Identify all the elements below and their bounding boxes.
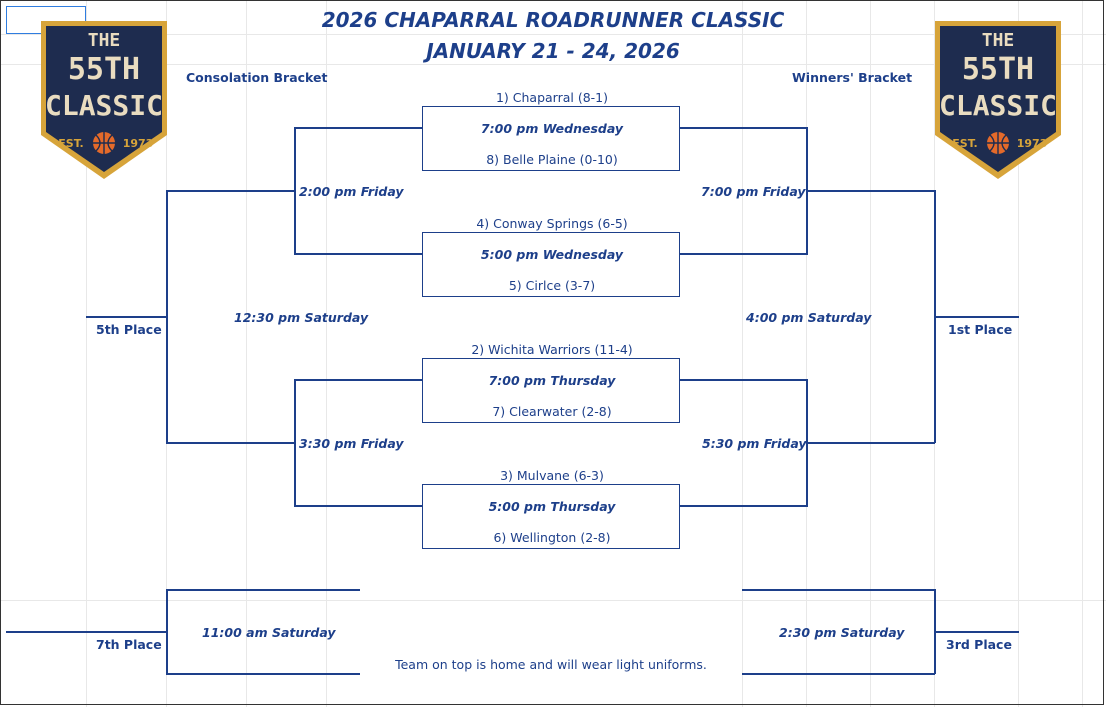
logo-text-the: THE bbox=[88, 30, 121, 51]
bracket-line bbox=[166, 442, 295, 444]
consolation-bracket-header: Consolation Bracket bbox=[186, 70, 328, 85]
game1-time: 7:00 pm Wednesday bbox=[480, 121, 624, 136]
bracket-line bbox=[806, 190, 935, 192]
game3-box bbox=[422, 358, 680, 423]
classic-logo-right: THE 55TH CLASSIC EST. 1973 bbox=[935, 21, 1061, 179]
logo-text-classic: CLASSIC bbox=[45, 89, 163, 122]
bracket-line bbox=[294, 127, 423, 129]
gridline bbox=[870, 0, 871, 707]
logo-text-55th: 55TH bbox=[68, 52, 140, 87]
classic-logo-left: THE 55TH CLASSIC EST. 1973 bbox=[41, 21, 167, 179]
bracket-line bbox=[166, 190, 295, 192]
game4-bottom-team: 6) Wellington (2-8) bbox=[493, 530, 611, 545]
seventh-place-time: 11:00 am Saturday bbox=[202, 625, 336, 640]
game3-time: 7:00 pm Thursday bbox=[488, 373, 616, 388]
gridline bbox=[246, 0, 247, 707]
bracket-line bbox=[679, 127, 808, 129]
gridline bbox=[806, 0, 807, 707]
win-friday-time-2: 5:30 pm Friday bbox=[702, 436, 807, 451]
page-title: 2026 CHAPARRAL ROADRUNNER CLASSIC bbox=[321, 8, 785, 32]
third-place-label: 3rd Place bbox=[946, 637, 1012, 652]
game4-top-team: 3) Mulvane (6-3) bbox=[500, 468, 604, 483]
fifth-place-label: 5th Place bbox=[96, 322, 162, 337]
seventh-place-label: 7th Place bbox=[96, 637, 162, 652]
bracket-line bbox=[294, 505, 423, 507]
bracket-line bbox=[294, 379, 423, 381]
bracket-line bbox=[6, 631, 167, 633]
cons-saturday-time: 12:30 pm Saturday bbox=[234, 310, 369, 325]
bracket-line bbox=[679, 505, 808, 507]
game1-bottom-team: 8) Belle Plaine (0-10) bbox=[486, 152, 618, 167]
gridline bbox=[0, 600, 1106, 601]
logo-text-classic: CLASSIC bbox=[939, 89, 1057, 122]
bracket-line bbox=[742, 589, 935, 591]
logo-text-the: THE bbox=[982, 30, 1015, 51]
game1-top-team: 1) Chaparral (8-1) bbox=[495, 90, 609, 105]
bracket-line bbox=[86, 316, 167, 318]
bracket-line bbox=[166, 673, 360, 675]
gridline bbox=[1018, 0, 1019, 707]
bracket-line bbox=[742, 673, 935, 675]
gridline bbox=[0, 34, 1106, 35]
cons-friday-time-1: 2:00 pm Friday bbox=[299, 184, 404, 199]
game2-box bbox=[422, 232, 680, 297]
gridline bbox=[326, 0, 327, 707]
bracket-line bbox=[806, 442, 935, 444]
win-friday-time-1: 7:00 pm Friday bbox=[701, 184, 806, 199]
win-saturday-time: 4:00 pm Saturday bbox=[746, 310, 872, 325]
logo-text-est: EST. bbox=[58, 137, 83, 150]
home-team-note: Team on top is home and will wear light … bbox=[395, 657, 707, 672]
gridline bbox=[86, 0, 87, 707]
logo-text-year: 1973 bbox=[123, 137, 154, 150]
gridline bbox=[0, 64, 1106, 65]
bracket-line bbox=[166, 589, 360, 591]
game2-time: 5:00 pm Wednesday bbox=[480, 247, 624, 262]
logo-text-year: 1973 bbox=[1017, 137, 1048, 150]
game2-top-team: 4) Conway Springs (6-5) bbox=[476, 216, 628, 231]
game4-box bbox=[422, 484, 680, 549]
bracket-line bbox=[934, 631, 1019, 633]
bracket-line bbox=[934, 316, 1019, 318]
bracket-line bbox=[679, 379, 808, 381]
gridline bbox=[742, 0, 743, 707]
winners-bracket-header: Winners' Bracket bbox=[792, 70, 913, 85]
bracket-line bbox=[294, 253, 423, 255]
page-subtitle: JANUARY 21 - 24, 2026 bbox=[426, 39, 680, 63]
cons-friday-time-2: 3:30 pm Friday bbox=[299, 436, 404, 451]
game2-bottom-team: 5) Cirlce (3-7) bbox=[508, 278, 596, 293]
game3-bottom-team: 7) Clearwater (2-8) bbox=[492, 404, 612, 419]
third-place-time: 2:30 pm Saturday bbox=[779, 625, 905, 640]
game4-time: 5:00 pm Thursday bbox=[488, 499, 616, 514]
first-place-label: 1st Place bbox=[948, 322, 1013, 337]
gridline bbox=[1082, 0, 1083, 707]
logo-text-est: EST. bbox=[952, 137, 977, 150]
bracket-line bbox=[679, 253, 808, 255]
logo-text-55th: 55TH bbox=[962, 52, 1034, 87]
game3-top-team: 2) Wichita Warriors (11-4) bbox=[471, 342, 633, 357]
game1-box bbox=[422, 106, 680, 171]
